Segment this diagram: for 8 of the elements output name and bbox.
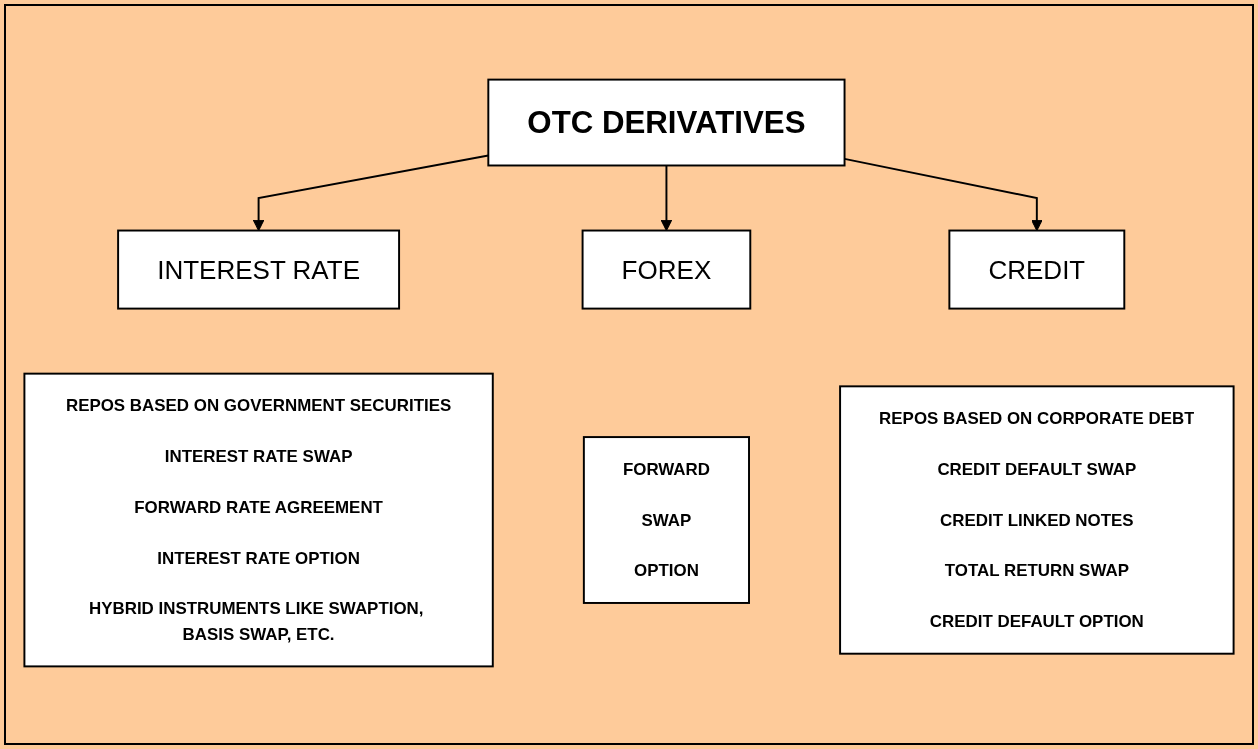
node-box: FORWARD SWAP OPTION [582, 435, 750, 604]
node-box: REPOS BASED ON GOVERNMENT SECURITIES INTEREST RATE SWAP FORWARD RATE AGREEMENT INTEREST RATE OPTION HYBRID INSTRUMENTS LIKE SWAPTION, BASIS SWAP, ETC. [23, 372, 494, 667]
node-box: CREDIT [948, 229, 1126, 310]
node-box: FOREX [581, 229, 752, 310]
arrow [660, 164, 673, 231]
node-box: INTEREST RATE [117, 229, 401, 310]
node-box: OTC DERIVATIVES [487, 78, 846, 166]
node-box: REPOS BASED ON CORPORATE DEBT CREDIT DEFAULT SWAP CREDIT LINKED NOTES TOTAL RETURN SWAP CREDIT DEFAULT OPTION [839, 384, 1235, 655]
